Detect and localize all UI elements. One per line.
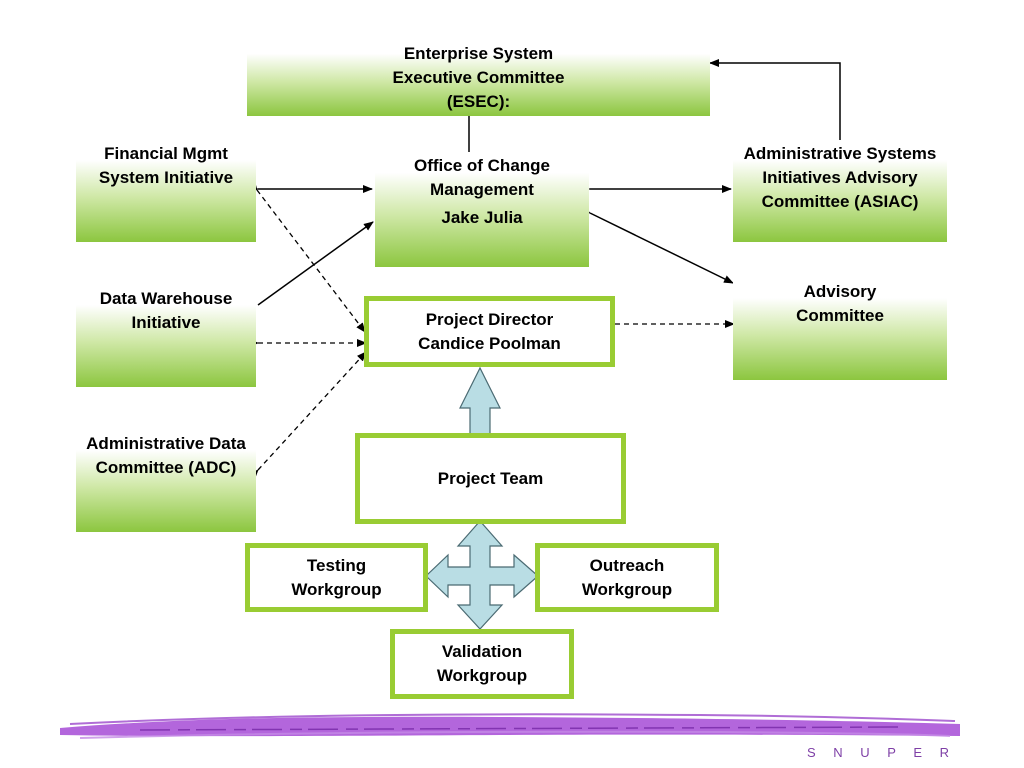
footer-brand: S N U P E R bbox=[806, 745, 956, 760]
arrow-adc-director bbox=[248, 351, 367, 480]
project-team-label: Project Team bbox=[437, 468, 544, 488]
adc-box: Administrative Data Committee (ADC) bbox=[76, 432, 256, 532]
project-team-box: Project Team bbox=[355, 433, 626, 524]
arrow-asiac-to-esec bbox=[709, 59, 841, 140]
outreach-workgroup-label: Outreach Workgroup bbox=[581, 555, 673, 599]
advisory-committee-box: Advisory Committee bbox=[733, 280, 947, 380]
validation-workgroup-label: Validation Workgroup bbox=[436, 642, 528, 685]
block-arrow-up bbox=[459, 366, 501, 435]
outreach-workgroup-box: Outreach Workgroup bbox=[535, 543, 719, 612]
esec-label: Enterprise System Executive Committee (E… bbox=[392, 44, 565, 111]
fmsi-box: Financial Mgmt System Initiative bbox=[76, 142, 256, 242]
fmsi-label: Financial Mgmt System Initiative bbox=[98, 144, 234, 187]
arrow-ocm-advisory bbox=[580, 205, 734, 284]
advisory-committee-label: Advisory Committee bbox=[796, 282, 884, 325]
testing-workgroup-box: Testing Workgroup bbox=[245, 543, 428, 612]
four-way-arrow bbox=[425, 520, 539, 630]
testing-workgroup-label: Testing Workgroup bbox=[291, 555, 382, 599]
adc-label: Administrative Data Committee (ADC) bbox=[86, 434, 246, 477]
asiac-box: Administrative Systems Initiatives Advis… bbox=[733, 142, 947, 242]
dwi-label: Data Warehouse Initiative bbox=[99, 289, 233, 332]
dwi-box: Data Warehouse Initiative bbox=[76, 287, 256, 387]
brush-stroke bbox=[60, 713, 960, 739]
arrow-fmsi-director bbox=[248, 180, 366, 333]
project-director-name: Candice Poolman bbox=[418, 333, 561, 353]
project-director-box: Project Director Candice Poolman bbox=[364, 296, 615, 367]
arrow-dwi-to-ocm bbox=[257, 221, 374, 306]
ocm-box: Office of Change Management Jake Julia bbox=[375, 152, 589, 267]
ocm-name: Jake Julia bbox=[441, 208, 523, 227]
project-director-title: Project Director bbox=[425, 309, 554, 329]
esec-box: Enterprise System Executive Committee (E… bbox=[247, 40, 710, 116]
asiac-label: Administrative Systems Initiatives Advis… bbox=[743, 144, 937, 211]
ocm-title: Office of Change Management bbox=[413, 156, 550, 199]
validation-workgroup-box: Validation Workgroup bbox=[390, 629, 574, 699]
